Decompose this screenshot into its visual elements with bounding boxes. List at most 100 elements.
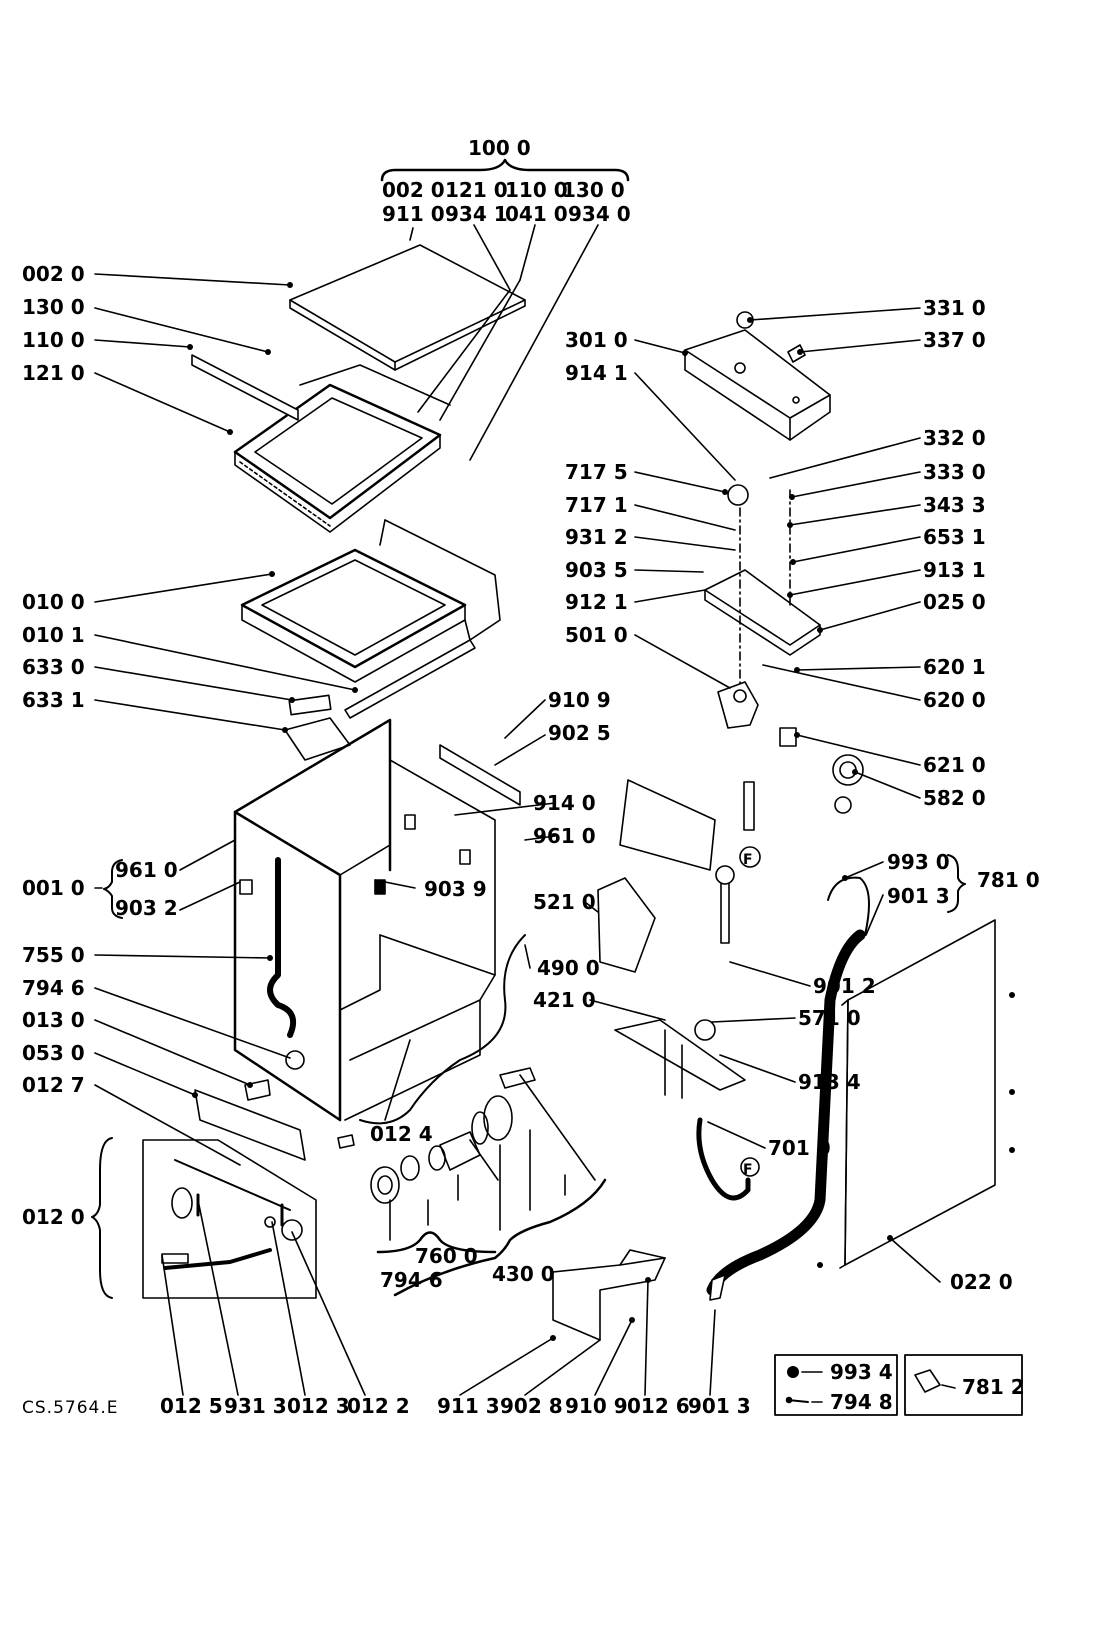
label-left: 012 0 [22, 1205, 85, 1229]
heater-bracket [614, 1019, 746, 1099]
label-right: 621 0 [923, 753, 986, 777]
label-center: 421 0 [533, 988, 596, 1012]
brace-001-0 [103, 859, 123, 919]
label-right: 331 0 [923, 296, 986, 320]
group-row2-4: 934 0 [568, 202, 631, 226]
label-center: 012 4 [370, 1122, 433, 1146]
pulley [832, 754, 864, 814]
label-center: 910 9 [548, 688, 611, 712]
group-row2-3: 041 0 [505, 202, 568, 226]
bracket-block [284, 717, 351, 761]
label-left: 130 0 [22, 295, 85, 319]
label-bottom: 902 8 [500, 1394, 563, 1418]
label-bottom: 910 9 [565, 1394, 628, 1418]
top-lid [289, 244, 526, 371]
label-left: 794 6 [22, 976, 85, 1000]
label-right: 993 0 [887, 850, 950, 874]
label-left: 903 2 [115, 896, 178, 920]
label-center: 521 0 [533, 890, 596, 914]
label-left: 755 0 [22, 943, 85, 967]
f-symbol-1: F [743, 852, 753, 868]
label-left: 010 0 [22, 590, 85, 614]
group-row1-2: 121 0 [445, 178, 508, 202]
electronic-module [597, 877, 656, 973]
label-center: 430 0 [492, 1262, 555, 1286]
label-right: 343 3 [923, 493, 986, 517]
label-center: 760 0 [415, 1244, 478, 1268]
legend-side-box [904, 1354, 1023, 1416]
brace-760-0 [376, 1231, 497, 1254]
f-circle-1 [739, 846, 761, 868]
label-left: 053 0 [22, 1041, 85, 1065]
legend-code-2: 794 8 [830, 1390, 893, 1414]
label-left: 001 0 [22, 876, 85, 900]
label-right: 717 1 [565, 493, 628, 517]
label-right: 701 0 [768, 1136, 831, 1160]
label-center: 794 6 [380, 1268, 443, 1292]
label-right: 620 0 [923, 688, 986, 712]
label-left: 010 1 [22, 623, 85, 647]
brace-012-0 [91, 1137, 113, 1299]
label-right: 022 0 [950, 1270, 1013, 1294]
label-right: 913 1 [923, 558, 986, 582]
label-right: 717 5 [565, 460, 628, 484]
side-sheet [619, 779, 716, 871]
power-cable [359, 934, 526, 1125]
group-row1-1: 002 0 [382, 178, 445, 202]
switch-block [288, 694, 332, 716]
label-left: 633 0 [22, 655, 85, 679]
leader-lines [94, 224, 941, 1396]
rod-lower [720, 874, 730, 944]
cabinet [233, 718, 496, 1122]
label-left: 110 0 [22, 328, 85, 352]
label-left: 002 0 [22, 262, 85, 286]
label-right: 781 0 [977, 868, 1040, 892]
label-right: 301 0 [565, 328, 628, 352]
legend-side-code: 781 2 [962, 1375, 1025, 1399]
label-right: 912 1 [565, 590, 628, 614]
rod-upper [743, 781, 755, 831]
label-right: 653 1 [923, 525, 986, 549]
group-row2-2: 934 1 [445, 202, 508, 226]
foot-small [337, 1134, 355, 1149]
label-bottom: 012 5 [160, 1394, 223, 1418]
label-left: 121 0 [22, 361, 85, 385]
label-left: 012 7 [22, 1073, 85, 1097]
label-bottom: 012 2 [347, 1394, 410, 1418]
label-bottom: 931 3 [224, 1394, 287, 1418]
label-right: 501 0 [565, 623, 628, 647]
label-right: 901 2 [813, 974, 876, 998]
label-right: 913 4 [798, 1070, 861, 1094]
legend-code-1: 993 4 [830, 1360, 893, 1384]
front-strip [344, 639, 476, 719]
label-bottom: 012 3 [287, 1394, 350, 1418]
label-center: 903 9 [424, 877, 487, 901]
inlet-hose [696, 1117, 751, 1201]
mounting-bracket [552, 1249, 666, 1341]
label-bottom: 911 3 [437, 1394, 500, 1418]
top-group-brace [380, 158, 630, 182]
label-right: 931 2 [565, 525, 628, 549]
switch-621 [779, 727, 797, 747]
group-row1-3: 110 0 [505, 178, 568, 202]
label-right: 914 1 [565, 361, 628, 385]
side-panel [839, 919, 996, 1269]
brace-430-0 [393, 1178, 607, 1297]
label-right: 337 0 [923, 328, 986, 352]
lid-frame [191, 354, 451, 533]
label-right: 582 0 [923, 786, 986, 810]
label-bottom: 012 6 [627, 1394, 690, 1418]
label-right: 903 5 [565, 558, 628, 582]
label-left: 013 0 [22, 1008, 85, 1032]
control-panel [684, 329, 831, 441]
selector-knob [717, 681, 759, 729]
label-right: 620 1 [923, 655, 986, 679]
label-center: 490 0 [537, 956, 600, 980]
label-center: 902 5 [548, 721, 611, 745]
label-right: 025 0 [923, 590, 986, 614]
front-panel-strip [194, 1089, 306, 1161]
drum-top-cover [240, 519, 501, 683]
label-right: 901 3 [887, 884, 950, 908]
